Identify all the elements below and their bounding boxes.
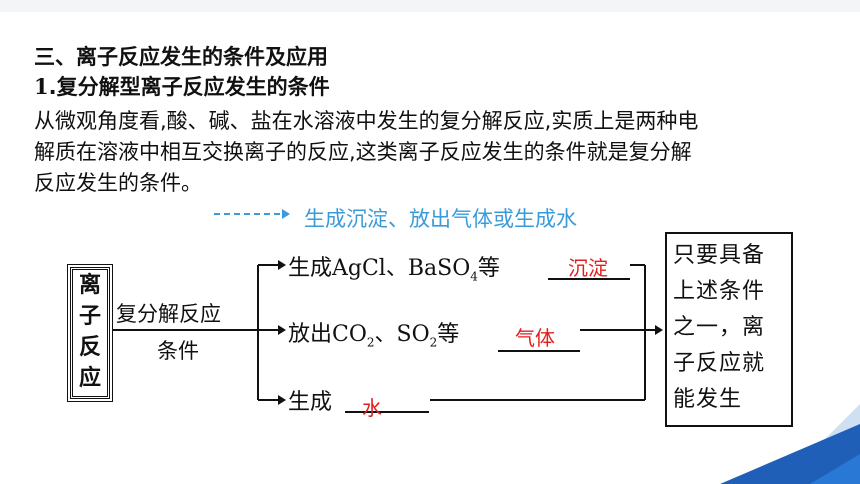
branch-2-suffix: 等 <box>437 322 460 347</box>
branch-1-prefix: 生成AgCl、BaSO <box>288 256 471 281</box>
annotation-text: 生成沉淀、放出气体或生成水 <box>304 207 577 231</box>
section-title: 三、离子反应发生的条件及应用 <box>34 45 328 69</box>
branch-2-prefix: 放出CO <box>288 322 367 347</box>
branch-1-suffix: 等 <box>477 256 500 281</box>
condition-box: 只要具备 上述条件 之一，离 子反应就 能发生 <box>665 232 793 427</box>
branch-1-sub: 4 <box>470 269 478 284</box>
ion-box-char-2: 子 <box>78 304 101 329</box>
sub-heading: 1.复分解型离子反应发生的条件 <box>34 72 834 102</box>
top-bar <box>0 0 860 12</box>
middle-label-line-1: 复分解反应 <box>116 302 221 326</box>
paragraph-line-3: 反应发生的条件。 <box>34 171 202 195</box>
sub-heading-number: 1 <box>34 74 49 99</box>
branch-1-answer: 沉淀 <box>568 256 608 280</box>
branch-2-sub-2: 2 <box>429 335 438 350</box>
condition-line-1: 只要具备 <box>673 243 766 268</box>
branch-1-blank <box>548 278 630 280</box>
branch-2-blank <box>498 350 580 352</box>
branch-2-mid: 、SO <box>374 322 430 347</box>
branch-2-answer: 气体 <box>515 326 555 350</box>
paragraph: 从微观角度看,酸、碱、盐在水溶液中发生的复分解反应,实质上是两种电 解质在溶液中… <box>34 106 834 199</box>
branch-3-answer: 水 <box>362 396 382 420</box>
sub-heading-text: .复分解型离子反应发生的条件 <box>48 75 330 99</box>
branch-2-text: 放出CO2、SO2等 <box>288 316 459 349</box>
corner-decoration-icon <box>720 404 860 484</box>
ion-box-char-3: 反 <box>78 335 101 360</box>
ion-box-char-4: 应 <box>78 366 101 391</box>
middle-label-line-2: 条件 <box>157 339 199 363</box>
branch-1-text: 生成AgCl、BaSO4等 <box>288 250 500 283</box>
branch-3-blank <box>345 411 429 413</box>
branch-2-sub-1: 2 <box>366 335 375 350</box>
paragraph-line-2: 解质在溶液中相互交换离子的反应,这类离子反应发生的条件就是复分解 <box>34 140 692 164</box>
branch-3-text: 生成 <box>288 390 333 415</box>
ion-box-char-1: 离 <box>78 273 101 298</box>
dashed-arrow-icon <box>214 209 290 219</box>
condition-line-2: 上述条件 <box>673 279 766 304</box>
condition-line-5: 能发生 <box>673 387 743 412</box>
condition-line-4: 子反应就 <box>673 351 766 376</box>
condition-line-3: 之一，离 <box>673 315 766 340</box>
paragraph-line-1: 从微观角度看,酸、碱、盐在水溶液中发生的复分解反应,实质上是两种电 <box>34 109 699 133</box>
text-block: 三、离子反应发生的条件及应用 1.复分解型离子反应发生的条件 从微观角度看,酸、… <box>34 42 834 199</box>
ion-reaction-box: 离 子 反 应 <box>67 264 113 402</box>
